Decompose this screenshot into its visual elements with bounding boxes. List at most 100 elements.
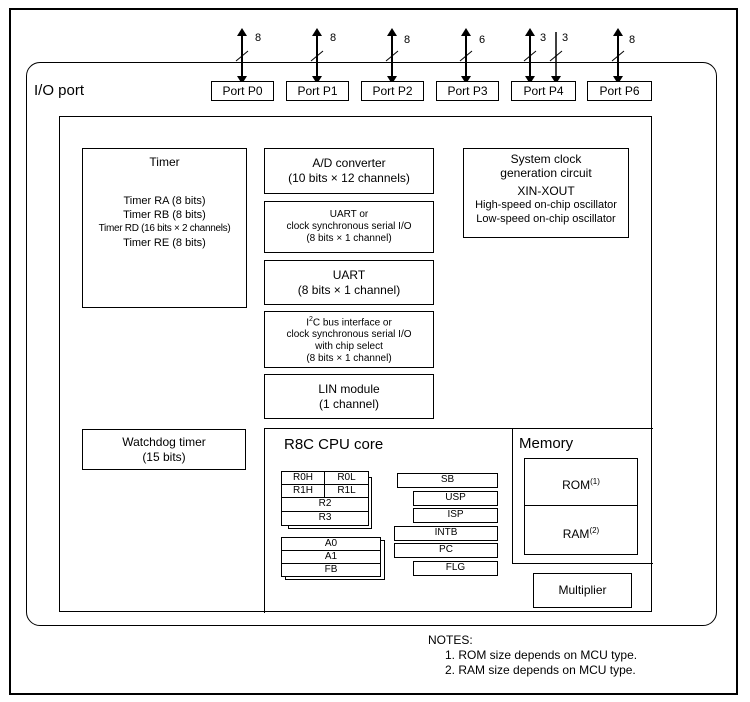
ad-converter-block: A/D converter (10 bits × 12 channels) [264, 148, 434, 194]
register-pc: PC [394, 543, 498, 558]
port-p0-width: 8 [255, 32, 262, 44]
note-2: 2. RAM size depends on MCU type. [445, 663, 636, 677]
timer-ra: Timer RA (8 bits) [123, 195, 206, 207]
peripheral-area [59, 116, 652, 612]
clock-xin-xout: XIN-XOUT [517, 184, 575, 198]
uart-block: UART (8 bits × 1 channel) [264, 260, 434, 305]
notes-title: NOTES: [428, 633, 473, 647]
note-1: 1. ROM size depends on MCU type. [445, 648, 638, 662]
port-p2-arrow [385, 28, 399, 84]
uart-title: UART [332, 267, 366, 282]
register-sb: SB [397, 473, 498, 488]
port-p1-width: 8 [330, 32, 337, 44]
timer-re: Timer RE (8 bits) [123, 237, 206, 249]
rom-note-ref: (1) [590, 477, 600, 486]
port-p1-label: Port P1 [297, 83, 338, 98]
memory-block [524, 458, 638, 555]
clock-title-1: System clock [510, 152, 582, 166]
rom-label: ROM(1) [524, 474, 638, 493]
port-p3-box: Port P3 [436, 81, 499, 101]
lin-title: LIN module [318, 381, 380, 396]
register-r1h: R1H [281, 484, 325, 498]
i2c-block: I2C bus interface or clock synchronous s… [264, 311, 434, 368]
port-p6-arrow [611, 28, 625, 84]
port-p4-right-width: 3 [562, 32, 569, 44]
lin-block: LIN module (1 channel) [264, 374, 434, 419]
ad-converter-detail: (10 bits × 12 channels) [288, 171, 410, 185]
port-p0-box: Port P0 [211, 81, 274, 101]
i2c-chip-select: with chip select [315, 341, 383, 353]
port-p3-label: Port P3 [447, 83, 488, 98]
ram-note-ref: (2) [589, 526, 600, 535]
watchdog-detail: (15 bits) [142, 449, 186, 464]
port-p3-arrow [459, 28, 473, 84]
port-p0-arrow [235, 28, 249, 84]
clock-block: System clock generation circuit XIN-XOUT… [463, 148, 629, 238]
register-intb: INTB [394, 526, 498, 541]
register-a1: A1 [281, 550, 381, 564]
port-p6-box: Port P6 [587, 81, 652, 101]
register-isp: ISP [413, 508, 498, 523]
multiplier-label: Multiplier [558, 583, 607, 597]
port-p2-box: Port P2 [361, 81, 424, 101]
clock-title-2: generation circuit [500, 166, 592, 180]
ram-label: RAM(2) [524, 523, 638, 542]
port-p2-label: Port P2 [372, 83, 413, 98]
cpu-core-title: R8C CPU core [284, 436, 384, 453]
uart-csio-sub: clock synchronous serial I/O [286, 221, 412, 232]
register-r1l: R1L [324, 484, 369, 498]
register-a0: A0 [281, 537, 381, 551]
uart-csio-title: UART or [329, 209, 369, 220]
port-p6-label: Port P6 [599, 83, 640, 98]
figure-frame [9, 8, 738, 695]
multiplier-block: Multiplier [533, 573, 632, 608]
uart-csio-detail: (8 bits × 1 channel) [306, 233, 392, 244]
register-usp: USP [413, 491, 498, 506]
i2c-title: I2C bus interface or [306, 314, 392, 329]
port-p2-width: 8 [404, 34, 411, 46]
i2c-sub: clock synchronous serial I/O [286, 329, 412, 341]
ram-text: RAM [562, 527, 590, 541]
timer-rb: Timer RB (8 bits) [123, 209, 206, 221]
port-p4-left-width: 3 [540, 32, 547, 44]
timer-block: Timer Timer RA (8 bits) Timer RB (8 bits… [82, 148, 247, 308]
notes: NOTES: 1. ROM size depends on MCU type. … [428, 633, 637, 678]
port-p1-box: Port P1 [286, 81, 349, 101]
memory-section [512, 428, 653, 564]
i2c-title-suffix: C bus interface or [312, 317, 392, 329]
register-r2: R2 [281, 497, 369, 512]
watchdog-block: Watchdog timer (15 bits) [82, 429, 246, 470]
port-p4-label: Port P4 [523, 83, 564, 98]
i2c-detail: (8 bits × 1 channel) [306, 353, 392, 365]
uart-detail: (8 bits × 1 channel) [297, 282, 401, 297]
port-p6-width: 8 [629, 34, 636, 46]
register-r0h: R0H [281, 471, 325, 485]
port-p3-width: 6 [479, 34, 486, 46]
timer-rd: Timer RD (16 bits × 2 channels) [98, 223, 231, 234]
port-p4-right-arrow [549, 32, 563, 84]
register-r0l: R0L [324, 471, 369, 485]
i2c-title-prefix: I [306, 317, 309, 329]
memory-divider [524, 505, 638, 506]
lin-detail: (1 channel) [318, 396, 380, 411]
uart-csio-block: UART or clock synchronous serial I/O (8 … [264, 201, 434, 253]
port-p4-left-arrow [523, 28, 537, 84]
register-r3: R3 [281, 511, 369, 526]
rom-text: ROM [562, 478, 591, 492]
io-port-container [26, 62, 717, 626]
timer-title: Timer [149, 155, 180, 169]
cpu-core-area [264, 428, 653, 613]
clock-high-speed: High-speed on-chip oscillator [475, 199, 617, 211]
port-p1-arrow [310, 28, 324, 84]
watchdog-title: Watchdog timer [122, 434, 206, 449]
port-p4-box: Port P4 [511, 81, 576, 101]
io-port-title: I/O port [34, 82, 85, 99]
register-fb: FB [281, 563, 381, 577]
register-flg: FLG [413, 561, 498, 576]
memory-title: Memory [519, 435, 574, 452]
clock-low-speed: Low-speed on-chip oscillator [476, 213, 616, 225]
i2c-title-sup: 2 [308, 315, 313, 323]
port-p0-label: Port P0 [222, 83, 263, 98]
ad-converter-title: A/D converter [312, 156, 386, 170]
